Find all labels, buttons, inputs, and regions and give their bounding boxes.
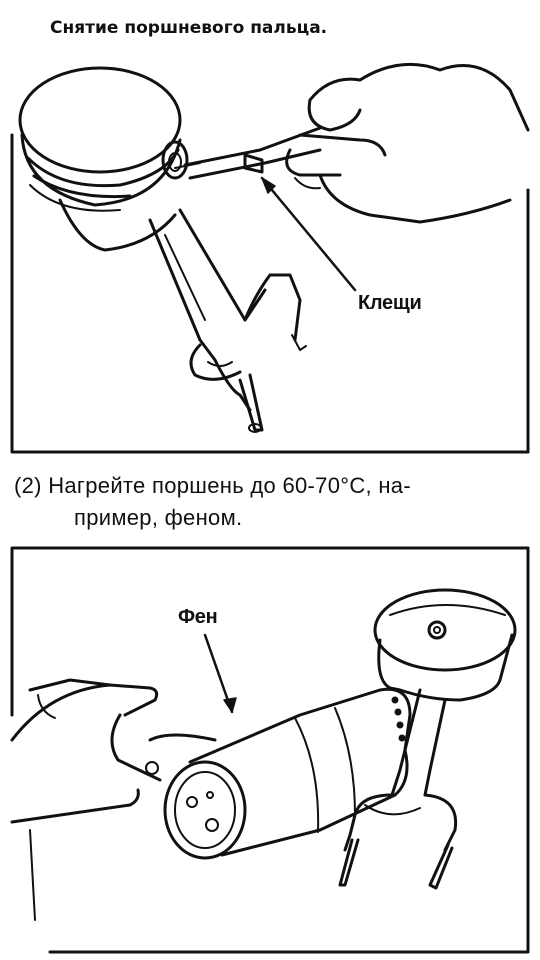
step-line-2: пример, феном.: [74, 505, 243, 530]
hand-icon: [285, 62, 530, 224]
figure-frame: [10, 133, 530, 454]
pliers-leader-line: [260, 176, 357, 292]
figure-piston-hairdryer: [10, 546, 530, 954]
pliers-icon: [174, 126, 322, 180]
step-instruction: (2) Нагрейте поршень до 60-70°С, на- при…: [14, 470, 534, 534]
hand-icon: [10, 678, 217, 921]
step-line-1: (2) Нагрейте поршень до 60-70°С, на-: [14, 473, 411, 498]
connecting-rod-icon: [148, 208, 307, 433]
pliers-label: Клещи: [358, 292, 422, 314]
dryer-label: Фен: [178, 606, 218, 628]
piston-icon: [373, 588, 517, 702]
page-title: Снятие поршневого пальца.: [50, 18, 328, 38]
figure-piston-pliers: [10, 62, 530, 454]
figure-frame: [10, 546, 530, 954]
connecting-rod-icon: [338, 688, 458, 890]
hair-dryer-icon: [163, 687, 412, 860]
piston-icon: [18, 66, 189, 252]
